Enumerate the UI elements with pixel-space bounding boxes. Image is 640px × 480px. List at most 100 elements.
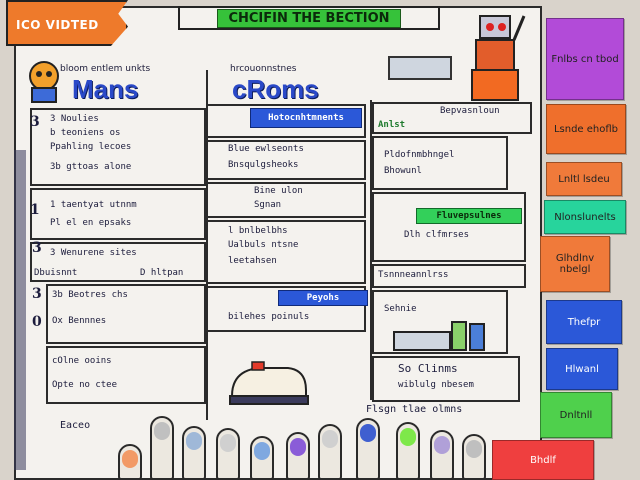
right-line: Bepvasnloun — [440, 106, 500, 116]
middle-box-1 — [206, 104, 366, 138]
right-line: Dlh clfmrses — [404, 230, 470, 240]
marker — [318, 424, 342, 480]
right-line: Sehnie — [384, 304, 417, 314]
marker — [430, 430, 454, 480]
mascot-icon — [29, 61, 59, 103]
marker-cap — [360, 424, 376, 442]
robot-icon — [471, 15, 526, 101]
right-line: Pldofnmbhngel — [384, 150, 455, 160]
left-box-1 — [30, 108, 206, 186]
right-box-1 — [372, 102, 532, 134]
middle-line: Sgnan — [254, 200, 282, 210]
blue-banner: Peyohs — [278, 290, 368, 306]
left-line: Ppahling lecoes — [50, 142, 132, 152]
left-line: 1 taentyat utnnm — [50, 200, 137, 210]
marker-cap — [254, 442, 270, 460]
middle-line: l bnlbelbhs — [228, 226, 288, 236]
sticky-note: Hlwanl — [546, 348, 618, 390]
marker-cap — [154, 422, 170, 440]
sticky-note: Glhdlnv nbelgl — [540, 236, 610, 292]
marker — [356, 418, 380, 480]
middle-line: Bine ulon — [254, 186, 303, 196]
marker — [118, 444, 142, 480]
left-box-4 — [46, 284, 206, 344]
tape-piece — [388, 56, 452, 80]
right-line: Anlst — [378, 120, 406, 130]
marker — [250, 436, 274, 480]
right-box-5 — [372, 290, 508, 354]
right-line: Bhowunl — [384, 166, 422, 176]
right-line: So Clinms — [398, 362, 458, 375]
marker-cap — [186, 432, 202, 450]
right-line: wiblulg nbesem — [398, 380, 474, 390]
sticky-note: Dnltnll — [540, 392, 612, 438]
sticky-note: Fnlbs cn tbod — [546, 18, 624, 100]
marker — [216, 428, 240, 480]
marker-cap — [290, 438, 306, 456]
left-line: b teoniens os — [50, 128, 121, 138]
marker-cap — [220, 434, 236, 452]
left-line: 3b Beotres chs — [52, 290, 128, 300]
left-line: Ox Bennnes — [52, 316, 107, 326]
marker-cap — [122, 450, 138, 468]
column-heading-middle: cRoms — [232, 74, 319, 104]
side-strip — [14, 150, 26, 470]
sticky-note: Bhdlf — [492, 440, 594, 480]
left-line: Pl el en epsaks — [50, 218, 132, 228]
left-box-2 — [30, 188, 206, 240]
middle-box-4 — [206, 220, 366, 284]
step-number: 3 — [32, 286, 42, 302]
step-number: 3 — [32, 240, 42, 256]
middle-line: leetahsen — [228, 256, 277, 266]
right-box-4 — [372, 264, 526, 288]
left-box-5 — [46, 346, 206, 404]
middle-line: Ualbuls ntsne — [228, 240, 299, 250]
left-line: 3 Noulies — [50, 114, 99, 124]
left-line: Dbuisnnt — [34, 268, 78, 278]
machine-drawing — [393, 321, 485, 351]
step-number: 0 — [32, 314, 42, 330]
middle-box-3 — [206, 182, 366, 218]
left-line: cOlne ooins — [52, 356, 112, 366]
middle-line: Bnsqulgsheoks — [228, 160, 299, 170]
sticky-note: Nlonslunelts — [544, 200, 626, 234]
column-subtitle-left: bloom entlem unkts — [60, 64, 151, 74]
device-drawing — [229, 361, 309, 405]
middle-line: Blue ewlseonts — [228, 144, 304, 154]
column-subtitle-middle: hrcouonnstnes — [230, 64, 297, 74]
left-line: Opte no ctee — [52, 380, 118, 390]
middle-box-2 — [206, 140, 366, 180]
right-line: Tsnnneannlrss — [378, 270, 449, 280]
left-note: Eaceo — [60, 420, 91, 431]
left-box-3 — [30, 242, 206, 282]
green-banner: Fluvepsulnes — [416, 208, 522, 224]
marker-cap — [466, 440, 482, 458]
board-title-text: CHCIFIN THE BECTION — [217, 8, 401, 28]
column-heading-left: Mans — [72, 74, 139, 104]
marker — [462, 434, 486, 480]
left-line: D hltpan — [140, 268, 184, 278]
marker — [396, 422, 420, 480]
left-line: 3b gttoas alone — [50, 162, 132, 172]
step-number: 3 — [30, 114, 40, 130]
blue-banner: Hotocnhtmnents — [250, 108, 362, 128]
marker-cap — [434, 436, 450, 454]
bottom-caption: Flsgn tlae olmns — [366, 404, 463, 415]
right-box-2 — [372, 136, 508, 190]
sticky-note: Lsnde ehoflb — [546, 104, 626, 154]
middle-box-5 — [206, 286, 366, 332]
middle-line: bilehes poinuls — [228, 312, 310, 322]
marker — [286, 432, 310, 480]
column-divider — [370, 100, 372, 400]
board-title: CHCIFIN THE BECTION — [178, 6, 440, 30]
corner-tag: ICO VIDTED — [6, 0, 128, 46]
marker — [150, 416, 174, 480]
sticky-note: Thefpr — [546, 300, 622, 344]
sticky-note: Lnltl lsdeu — [546, 162, 622, 196]
marker-cap — [400, 428, 416, 446]
right-box-6 — [372, 356, 520, 402]
left-line: 3 Wenurene sites — [50, 248, 137, 258]
step-number: 1 — [30, 202, 40, 218]
marker-cap — [322, 430, 338, 448]
right-box-3 — [372, 192, 526, 262]
